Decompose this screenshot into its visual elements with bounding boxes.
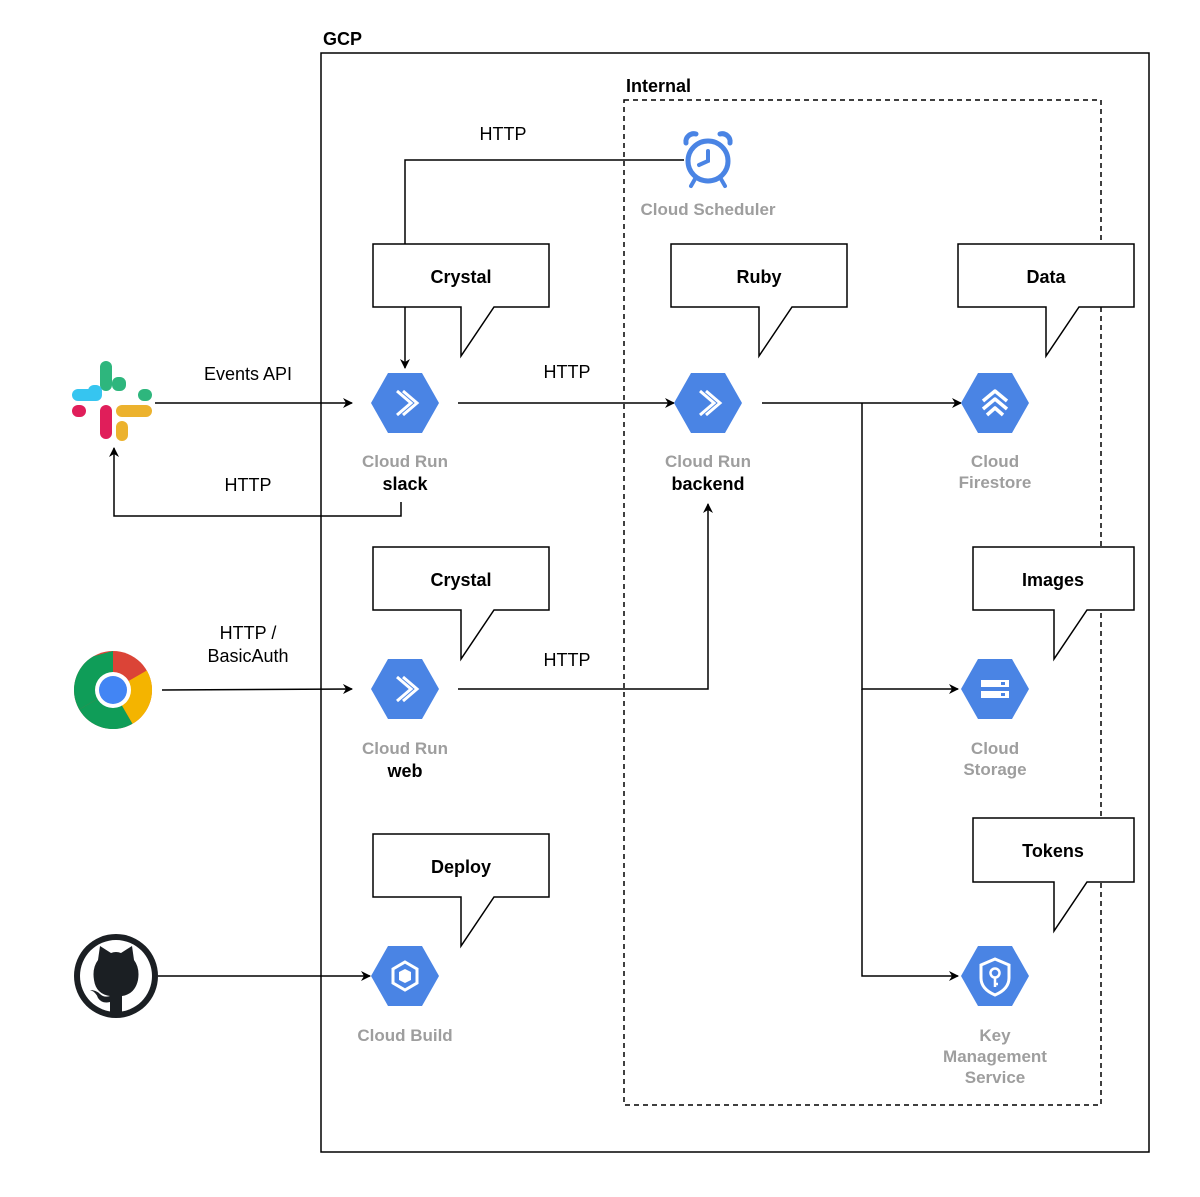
edge-backend-storage [861,403,959,694]
run-web-sub: web [386,761,422,781]
callout-web-lang-text: Crystal [430,570,491,590]
callout-build-note-text: Deploy [431,857,491,877]
edge-label-slack-reply: HTTP [225,475,272,495]
chrome-logo [73,651,153,730]
edge-web-backend [458,503,713,690]
callout-slack-lang: Crystal [372,243,550,359]
github-logo [74,934,158,1018]
storage-icon [961,659,1029,719]
callout-storage-note: Images [972,546,1135,662]
internal-label: Internal [626,76,691,96]
firestore-name-2: Firestore [959,473,1032,492]
storage-name-1: Cloud [971,739,1019,758]
kms-name-2: Management [943,1047,1047,1066]
edge-label-events-api: Events API [204,364,292,384]
cloud-run-icon [371,373,439,433]
firestore-icon [961,373,1029,433]
edge-label-scheduler-http: HTTP [480,124,527,144]
kms-icon [961,946,1029,1006]
alarm-clock-icon [683,131,733,188]
callout-web-lang: Crystal [372,546,550,662]
kms-name-3: Service [965,1068,1026,1087]
run-web-name: Cloud Run [362,739,448,758]
firestore-name-1: Cloud [971,452,1019,471]
storage-name-2: Storage [963,760,1026,779]
edge-label-chrome-2: BasicAuth [207,646,288,666]
edge-label-web-backend: HTTP [544,650,591,670]
run-backend-name: Cloud Run [665,452,751,471]
edge-label-chrome-1: HTTP / [220,623,277,643]
build-name: Cloud Build [357,1026,452,1045]
edge-label-slack-backend: HTTP [544,362,591,382]
edge-slack-reply [109,447,402,517]
slack-logo [72,361,152,441]
scheduler-name: Cloud Scheduler [640,200,775,219]
callout-backend-lang: Ruby [670,243,848,359]
run-slack-sub: slack [382,474,428,494]
cloud-run-icon [371,659,439,719]
edge-chrome-web [161,684,353,695]
callout-kms-note: Tokens [972,817,1135,934]
edge-backend-kms [861,689,959,981]
gcp-group: GCP [320,29,1150,1153]
internal-group: Internal [623,76,1102,1106]
run-backend-sub: backend [671,474,744,494]
cloud-run-icon [674,373,742,433]
callout-firestore-note: Data [957,243,1135,359]
callout-slack-lang-text: Crystal [430,267,491,287]
kms-name-1: Key [979,1026,1011,1045]
callout-backend-lang-text: Ruby [737,267,782,287]
callout-storage-note-text: Images [1022,570,1084,590]
run-slack-name: Cloud Run [362,452,448,471]
callout-build-note: Deploy [372,833,550,949]
cloud-build-icon [371,946,439,1006]
callout-firestore-note-text: Data [1026,267,1066,287]
callout-kms-note-text: Tokens [1022,841,1084,861]
gcp-label: GCP [323,29,362,49]
